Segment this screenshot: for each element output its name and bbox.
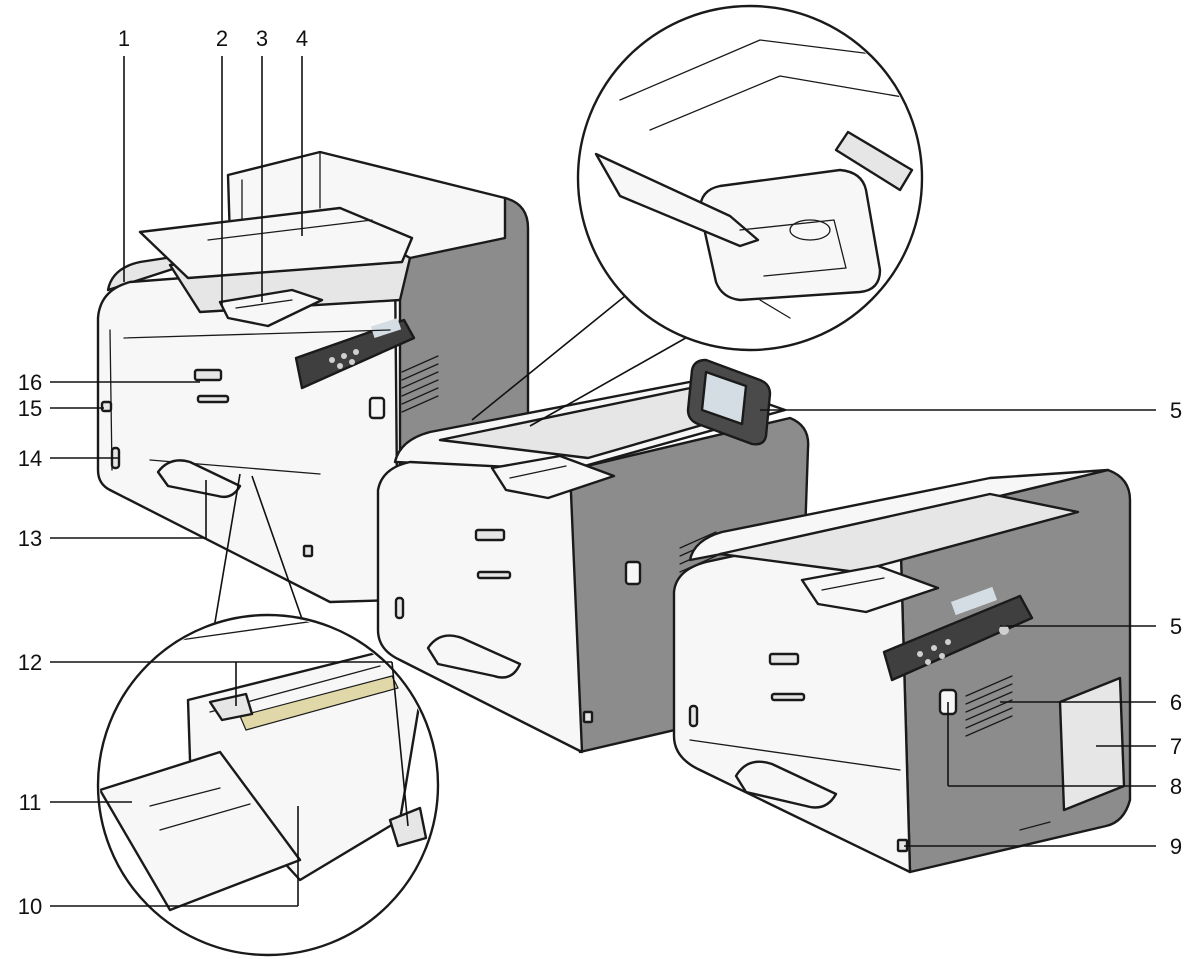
callout-10: 10 <box>18 894 42 919</box>
callout-14: 14 <box>18 446 42 471</box>
power-switch-left <box>370 398 384 418</box>
callout-7: 7 <box>1170 734 1182 759</box>
callout-11: 11 <box>19 790 42 815</box>
callout-5-bottom: 5 <box>1170 614 1182 639</box>
callout-9: 9 <box>1170 834 1182 859</box>
callout-5-top: 5 <box>1170 398 1182 423</box>
callout-15: 15 <box>18 396 42 421</box>
callout-2: 2 <box>216 26 228 51</box>
callout-6: 6 <box>1170 690 1182 715</box>
callout-13: 13 <box>18 526 42 551</box>
callout-4: 4 <box>296 26 308 51</box>
callout-8: 8 <box>1170 774 1182 799</box>
controller-board-cover <box>1060 678 1124 810</box>
callout-12: 12 <box>18 650 42 675</box>
callout-3: 3 <box>256 26 268 51</box>
callout-16: 16 <box>18 370 42 395</box>
front-cover-lever <box>195 370 221 380</box>
front-cover-button <box>102 402 111 411</box>
callout-1: 1 <box>118 26 130 51</box>
printer-right <box>674 470 1130 872</box>
